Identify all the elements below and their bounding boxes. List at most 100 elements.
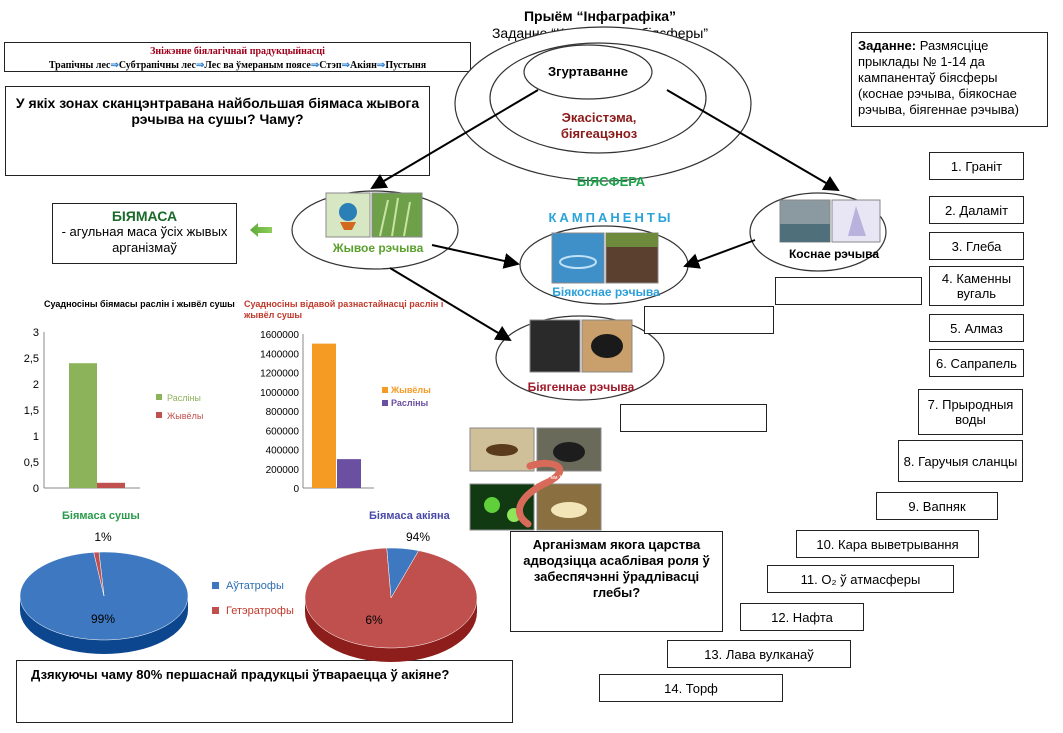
arrow-to-living (370, 89, 539, 190)
y-tick-label: 1200000 (260, 369, 299, 380)
ring-ecosystem-label-1: Экасістэма, (562, 110, 637, 125)
example-item[interactable]: 9. Вапняк (876, 492, 998, 520)
example-item[interactable]: 14. Торф (599, 674, 783, 702)
water-photo (551, 232, 605, 284)
legend-label: Аўтатрофы (226, 580, 284, 592)
question-2-text: Арганізмам якога царства адводзіцца асаб… (523, 537, 710, 600)
example-item[interactable]: 6. Сапрапель (929, 349, 1024, 377)
kingfisher-photo (325, 192, 371, 238)
biogenic-matter-label: Біягеннае рэчыва (528, 380, 635, 394)
ring-community-label: Згуртаванне (548, 64, 628, 79)
pie-side (305, 598, 477, 662)
answer-box-inert[interactable] (775, 277, 922, 305)
legend-label: Жывёлы (167, 411, 203, 421)
task-label: Заданне: (858, 38, 917, 53)
legend-label: Расліны (391, 398, 429, 408)
task-box: Заданне: Размясціце прыклады № 1-14 да к… (851, 32, 1048, 127)
y-tick-label: 3 (33, 327, 39, 339)
y-tick-label: 1,5 (24, 405, 39, 417)
pie-slice (93, 551, 105, 597)
bar (337, 459, 361, 488)
chain-item: Трапічны лес (48, 60, 111, 71)
arrow-right-icon: ⇒ (310, 60, 320, 71)
chain-item: Акіян (349, 60, 377, 71)
ring-ecosystem-label-2: біягеацэноз (561, 126, 638, 141)
example-item[interactable]: 13. Лава вулканаў (667, 640, 851, 668)
y-tick-label: 0,5 (24, 457, 39, 469)
question-1-box[interactable]: У якіх зонах сканцэнтравана найбольшая б… (5, 86, 430, 176)
y-tick-label: 0 (33, 483, 39, 495)
answer-box-biogenic[interactable] (620, 404, 767, 432)
arrow-right-icon: ⇒ (110, 60, 119, 71)
pie-side (20, 596, 188, 654)
coal-photo (529, 319, 581, 373)
pie-data-label: 6% (365, 613, 383, 627)
biomass-definition-box: БІЯМАСА - агульная маса ўсіх жывых арган… (52, 203, 237, 264)
chart-title: Суадносіны відавой разнастайнасці раслін… (244, 299, 443, 309)
y-tick-label: 400000 (266, 446, 300, 457)
bar (69, 363, 97, 488)
example-item[interactable]: 11. O₂ ў атмасферы (767, 565, 954, 593)
y-tick-label: 1 (33, 431, 39, 443)
question-3-text: Дзякуючы чаму 80% першаснай прадукцыі ўт… (31, 667, 450, 682)
y-tick-label: 0 (293, 484, 299, 495)
legend-swatch (382, 400, 388, 406)
chart-title: Суадносіны біямасы раслін і жывёл сушы (44, 299, 235, 309)
example-item[interactable]: 5. Алмаз (929, 314, 1024, 342)
pie-slice (304, 547, 478, 649)
ring-biosphere-label: БІЯСФЕРА (577, 174, 646, 189)
arrow-inert-to-bioinert (683, 239, 756, 269)
productivity-box: Зніжэнне біялагічнай прадукцыйнасці Трап… (4, 42, 471, 72)
arrow-to-inert (666, 89, 840, 192)
example-item[interactable]: 10. Кара выветрывання (796, 530, 979, 558)
arrow-right-icon: ⇒ (196, 60, 205, 71)
living-matter-label: Жывое рэчыва (332, 241, 424, 255)
biomass-text: - агульная маса ўсіх жывых арганізмаў (61, 224, 228, 255)
legend-swatch (212, 582, 219, 589)
bar (312, 343, 336, 488)
y-tick-label: 800000 (266, 407, 300, 418)
community-ring (523, 44, 653, 100)
arrow-right-icon: ⇒ (376, 60, 386, 71)
legend-swatch (212, 607, 219, 614)
chart-title: Біямаса акіяна (369, 510, 451, 522)
example-item[interactable]: 1. Граніт (929, 152, 1024, 180)
pie-data-label: 94% (406, 530, 430, 544)
task-text: Размясціце прыклады № 1-14 да кампанента… (858, 38, 1019, 117)
question-2-box[interactable]: Арганізмам якога царства адводзіцца асаб… (510, 531, 723, 632)
arrow-living-to-biogenic (389, 267, 512, 342)
pie-data-label: 99% (91, 612, 115, 626)
example-item[interactable]: 8. Гаручыя сланцы (898, 440, 1023, 482)
arrow-living-to-bioinert (431, 244, 520, 269)
pie-data-label: 1% (94, 530, 112, 544)
chain-item: Пустыня (385, 60, 427, 71)
example-item[interactable]: 3. Глеба (929, 232, 1024, 260)
productivity-chain: Трапічны лес⇒Субтрапічны лес⇒Лес ва ўмер… (5, 60, 470, 71)
legend-swatch (156, 394, 162, 400)
y-tick-label: 2 (33, 379, 39, 391)
example-item[interactable]: 4. Каменны вугаль (929, 266, 1024, 306)
y-tick-label: 600000 (266, 426, 300, 437)
bioinert-matter-label: Біякоснае рэчыва (552, 285, 660, 299)
green-arrow-icon (250, 223, 272, 237)
inert-matter-label: Коснае рэчыва (789, 247, 879, 261)
components-label: КАМПАНЕНТЫ (549, 210, 674, 225)
answer-box-bioinert[interactable] (644, 306, 774, 334)
photo-caption: 1,3 г мм 1 гл (539, 475, 568, 481)
bar (97, 482, 125, 488)
chart-title: жывёл сушы (243, 310, 302, 320)
y-tick-label: 1400000 (260, 349, 299, 360)
legend-swatch (382, 387, 388, 393)
legend-label: Жывёлы (390, 385, 431, 395)
y-tick-label: 1600000 (260, 330, 299, 341)
example-item[interactable]: 7. Прыродныя воды (918, 389, 1023, 435)
y-tick-label: 1000000 (260, 388, 299, 399)
biomass-title: БІЯМАСА (111, 208, 178, 224)
chain-item: Стэп (319, 60, 342, 71)
example-item[interactable]: 2. Даламіт (929, 196, 1024, 224)
example-item[interactable]: 12. Нафта (740, 603, 864, 631)
chart-title: Біямаса сушы (62, 510, 140, 522)
question-3-box[interactable]: Дзякуючы чаму 80% першаснай прадукцыі ўт… (16, 660, 513, 723)
